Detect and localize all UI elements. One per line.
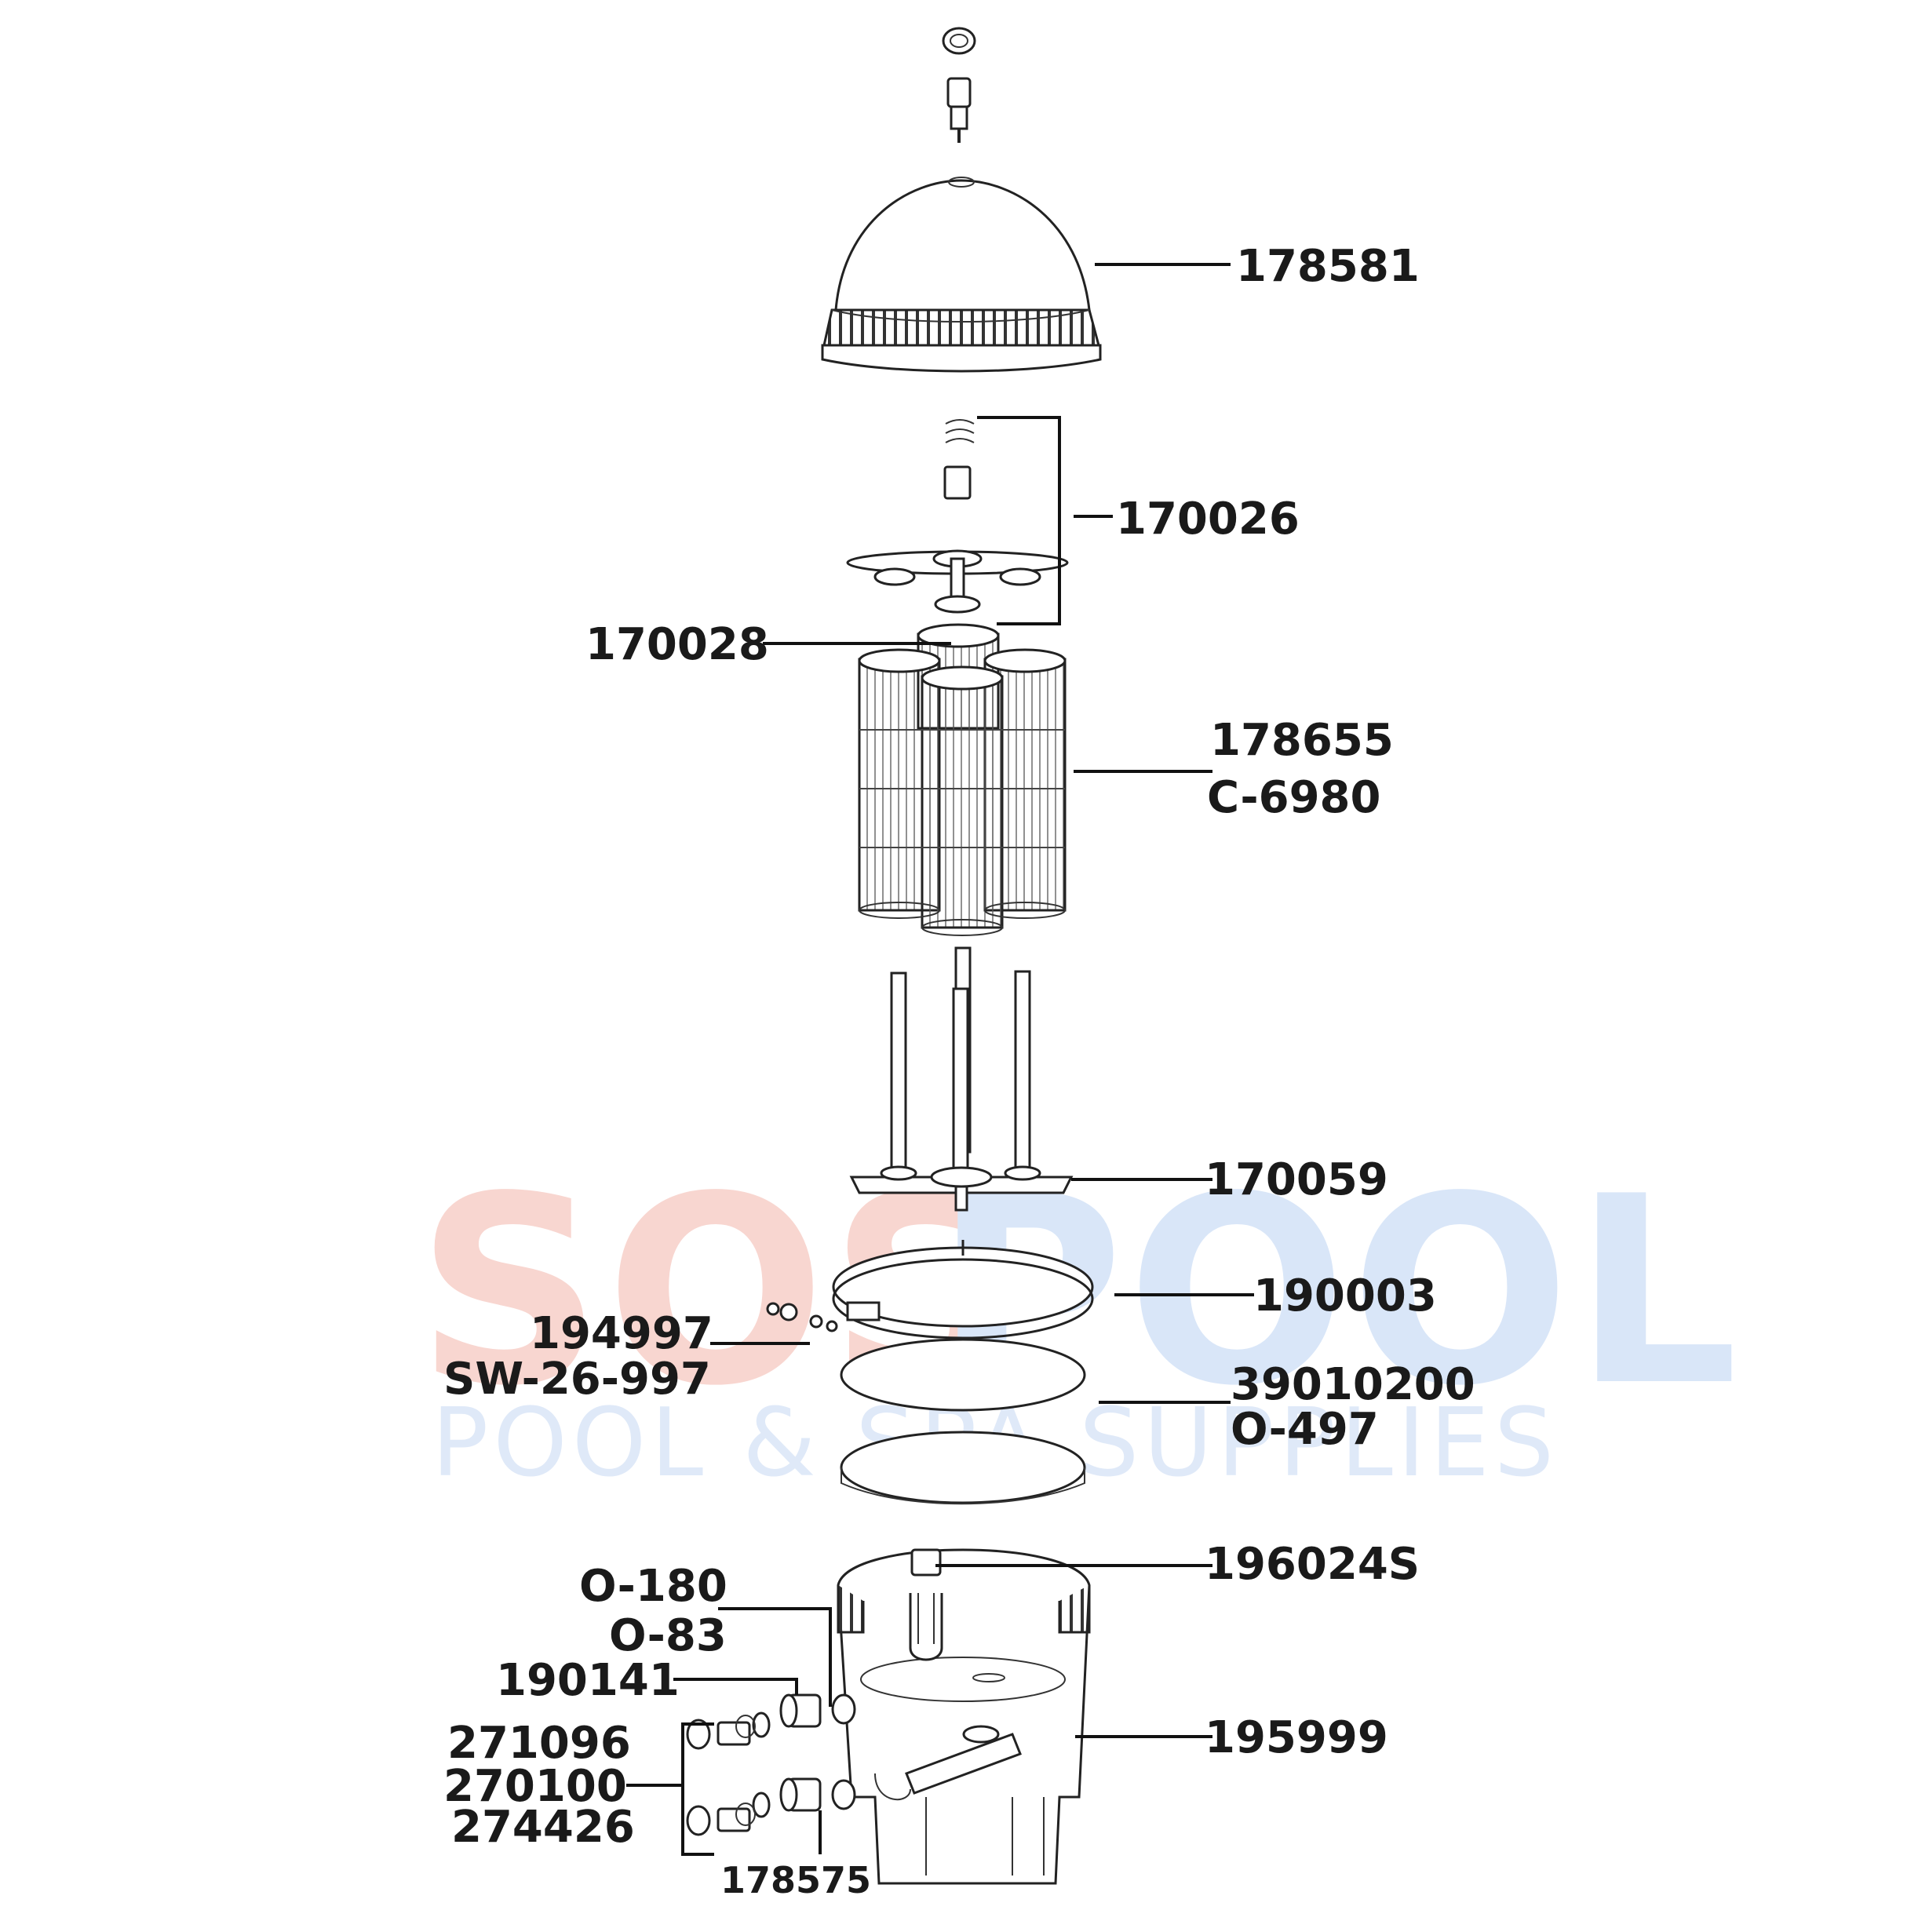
port-fittings	[686, 1693, 856, 1836]
label-170026: 170026	[1116, 494, 1300, 545]
label-178575: 178575	[720, 1859, 871, 1901]
label-271096: 271096	[447, 1718, 631, 1769]
label-178581: 178581	[1236, 241, 1420, 292]
label-sw-26-997: SW-26-997	[443, 1354, 711, 1405]
lower-manifold	[849, 946, 1074, 1212]
label-39010200: 39010200	[1231, 1359, 1475, 1410]
filter-cartridges	[858, 623, 1067, 936]
part-labels: 178581 170026 170028 178655 C-6980 17005…	[443, 241, 1475, 1901]
tank-o-ring	[840, 1338, 1086, 1412]
label-190003: 190003	[1253, 1270, 1437, 1321]
label-170028: 170028	[585, 619, 769, 670]
filter-lid-dome	[821, 177, 1102, 373]
label-195999: 195999	[1205, 1712, 1388, 1763]
tank-top-ring	[840, 1431, 1086, 1505]
label-274426: 274426	[451, 1802, 635, 1853]
label-o-180: O-180	[579, 1561, 727, 1612]
leader-lines	[626, 263, 1254, 1856]
label-196024s: 196024S	[1205, 1539, 1420, 1590]
label-170059: 170059	[1205, 1154, 1388, 1205]
label-o-83: O-83	[609, 1610, 727, 1661]
air-relief-cap	[942, 27, 976, 143]
label-194997: 194997	[530, 1308, 713, 1359]
clamp-hardware	[766, 1302, 838, 1332]
label-270100: 270100	[443, 1761, 627, 1812]
label-c-6980: C-6980	[1207, 772, 1380, 823]
label-178655: 178655	[1210, 715, 1394, 766]
label-o-497: O-497	[1231, 1404, 1379, 1455]
spring-and-top-manifold	[846, 419, 1069, 614]
clamp-band	[832, 1240, 1094, 1340]
tank-body	[837, 1548, 1091, 1885]
label-190141: 190141	[496, 1655, 680, 1706]
